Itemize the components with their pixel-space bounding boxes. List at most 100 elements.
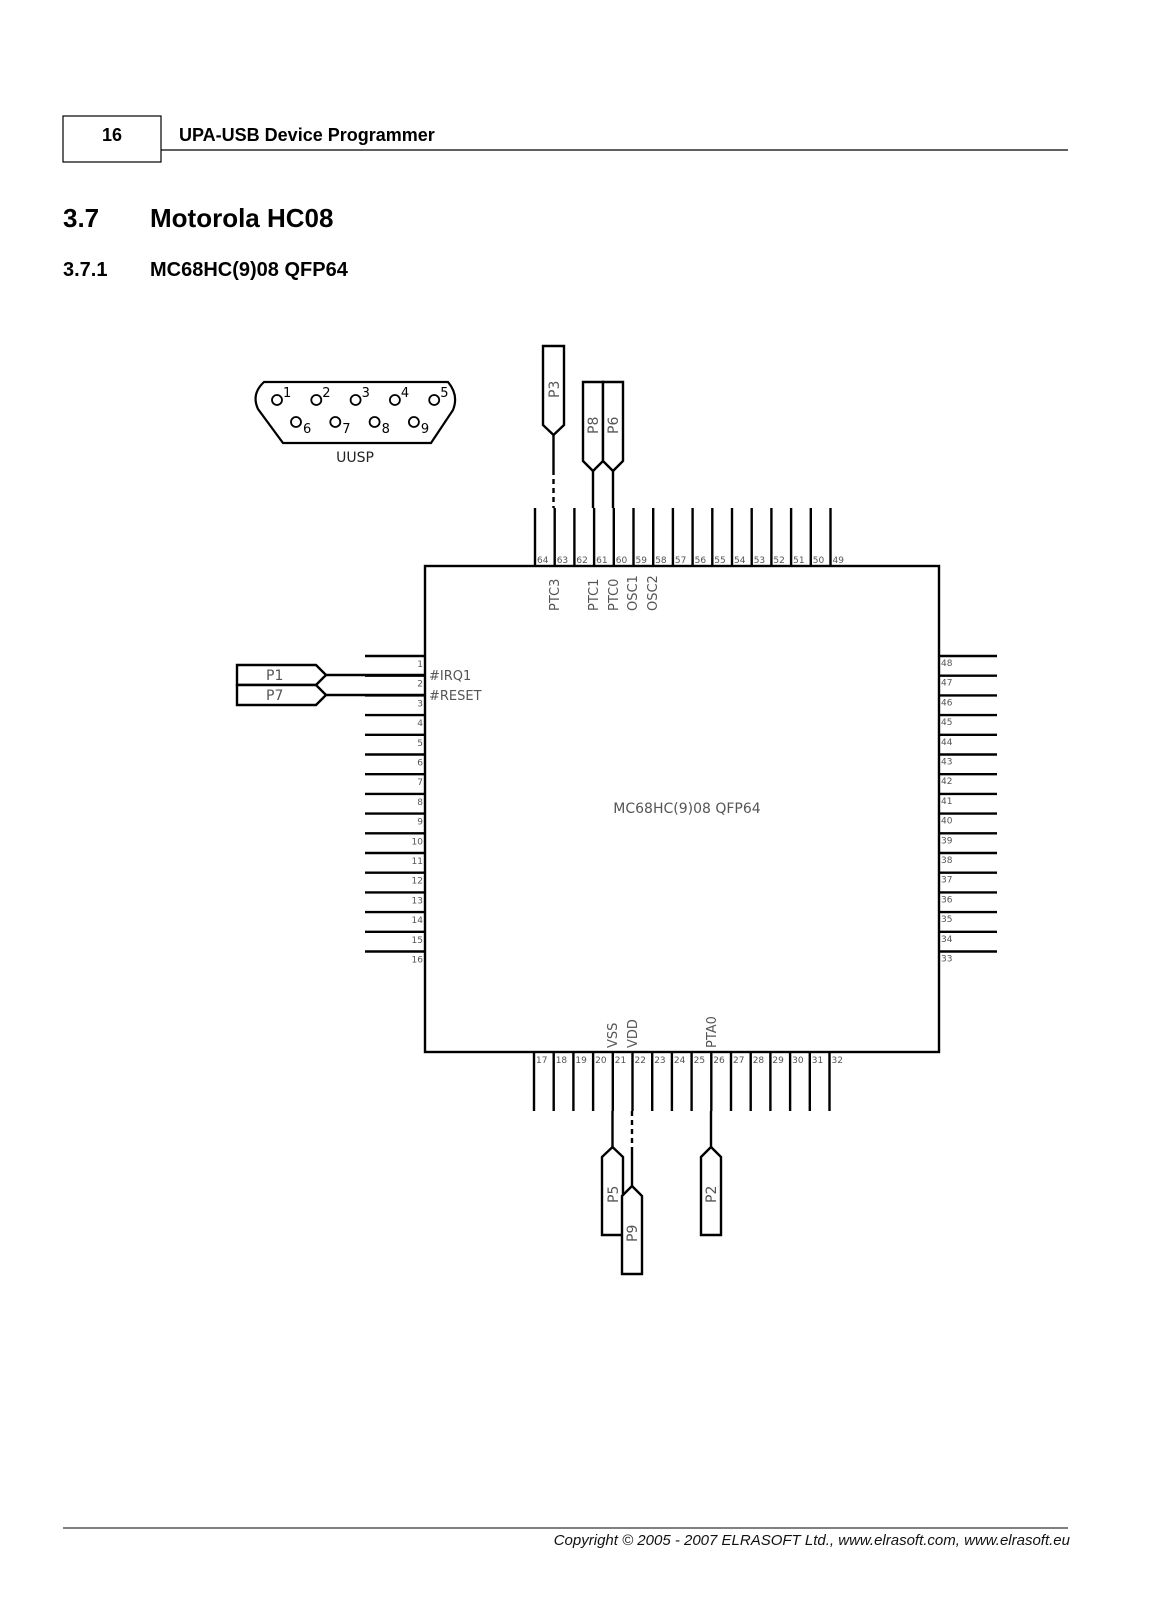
pin-number: 23 (654, 1056, 665, 1066)
connector-pin-hole (428, 394, 441, 406)
pin-number: 17 (536, 1056, 547, 1066)
pin-number: 27 (733, 1056, 744, 1066)
pin-number: 60 (616, 556, 628, 566)
pin-number: 11 (412, 857, 423, 867)
pin-number: 31 (812, 1056, 823, 1066)
probe-p6: P6 (601, 380, 625, 473)
signal-osc2: OSC2 (646, 575, 661, 611)
pin-number: 46 (941, 698, 953, 708)
pin-number: 34 (941, 935, 953, 945)
connector-label: UUSP (336, 450, 374, 466)
pin-number: 55 (714, 556, 725, 566)
svg-text:P6: P6 (606, 417, 622, 434)
pin-number: 50 (813, 556, 825, 566)
pin-number: 57 (675, 556, 686, 566)
probe-p2: P2 (699, 1145, 723, 1237)
pin-number: 8 (417, 798, 423, 808)
svg-text:P7: P7 (266, 688, 283, 704)
pin-number: 35 (941, 915, 952, 925)
pin-number: 38 (941, 856, 953, 866)
pin-number: 7 (417, 778, 423, 788)
signal-irq1: #IRQ1 (429, 669, 471, 684)
connector-pin-hole (368, 416, 381, 428)
connector-pin-number: 3 (362, 386, 370, 401)
pin-number: 58 (655, 556, 667, 566)
signal-ptc3: PTC3 (548, 579, 563, 611)
pin-number: 62 (576, 556, 587, 566)
pin-number: 9 (417, 818, 423, 828)
connector-pin-hole (388, 394, 401, 406)
pin-number: 49 (833, 556, 845, 566)
pin-number: 15 (412, 936, 423, 946)
pin-number: 19 (575, 1056, 587, 1066)
probe-p9: P9 (620, 1184, 644, 1276)
probe-p1: P1 (235, 663, 328, 687)
page-number: 16 (102, 125, 122, 145)
pin-number: 37 (941, 876, 952, 886)
pin-number: 3 (417, 699, 423, 709)
pin-number: 61 (596, 556, 607, 566)
pin-number: 36 (941, 895, 953, 905)
pin-number: 24 (674, 1056, 686, 1066)
signal-pta0: PTA0 (705, 1016, 720, 1048)
connector-pin-number: 2 (322, 386, 330, 401)
svg-text:P3: P3 (547, 381, 563, 398)
chip-label: MC68HC(9)08 QFP64 (613, 801, 760, 817)
pin-number: 42 (941, 777, 952, 787)
connector-pin-number: 4 (401, 386, 409, 401)
pin-number: 14 (412, 916, 424, 926)
pin-number: 63 (557, 556, 568, 566)
pin-number: 4 (417, 719, 423, 729)
connector-pin-number: 8 (382, 422, 390, 437)
pin-number: 26 (713, 1056, 725, 1066)
pin-number: 39 (941, 836, 953, 846)
pin-number: 1 (417, 660, 423, 670)
pin-number: 33 (941, 955, 952, 965)
pin-number: 52 (773, 556, 784, 566)
connector-pin-number: 5 (440, 386, 448, 401)
connector-pin-hole (329, 416, 342, 428)
signal-osc1: OSC1 (626, 575, 641, 611)
pin-number: 40 (941, 817, 953, 827)
pin-number: 18 (556, 1056, 568, 1066)
signal-ptc1: PTC1 (587, 579, 602, 611)
pin-number: 64 (537, 556, 549, 566)
probe-p3: P3 (541, 344, 566, 437)
signal-vss: VSS (606, 1023, 621, 1048)
pin-number: 10 (412, 837, 424, 847)
probe-p8: P8 (581, 380, 605, 473)
pin-number: 47 (941, 679, 952, 689)
footer-copyright: Copyright © 2005 - 2007 ELRASOFT Ltd., w… (554, 1532, 1071, 1549)
connector-pin-hole (349, 394, 362, 406)
pin-number: 22 (635, 1056, 646, 1066)
pin-number: 16 (412, 956, 424, 966)
pin-number: 48 (941, 659, 953, 669)
svg-text:P1: P1 (266, 668, 283, 684)
svg-text:P9: P9 (625, 1225, 641, 1242)
header-title: UPA-USB Device Programmer (179, 125, 435, 145)
pin-number: 28 (753, 1056, 765, 1066)
pin-number: 56 (695, 556, 707, 566)
pin-number: 51 (793, 556, 804, 566)
svg-text:P5: P5 (606, 1186, 622, 1203)
pin-number: 30 (792, 1056, 804, 1066)
probe-p5: P5 (600, 1145, 625, 1237)
pin-number: 53 (754, 556, 765, 566)
svg-text:P2: P2 (704, 1186, 720, 1203)
connector-pin-hole (271, 394, 283, 406)
section-number: 3.7 (63, 203, 99, 233)
pin-number: 25 (694, 1056, 705, 1066)
pin-number: 5 (417, 739, 423, 749)
connector-pin-number: 9 (421, 422, 429, 437)
pin-number: 32 (832, 1056, 843, 1066)
connector-pin-number: 6 (303, 422, 311, 437)
pin-number: 41 (941, 797, 952, 807)
pin-number: 43 (941, 758, 952, 768)
signal-ptc0: PTC0 (607, 579, 622, 611)
pin-number: 54 (734, 556, 746, 566)
subsection-title: MC68HC(9)08 QFP64 (150, 259, 349, 281)
pin-number: 29 (772, 1056, 784, 1066)
